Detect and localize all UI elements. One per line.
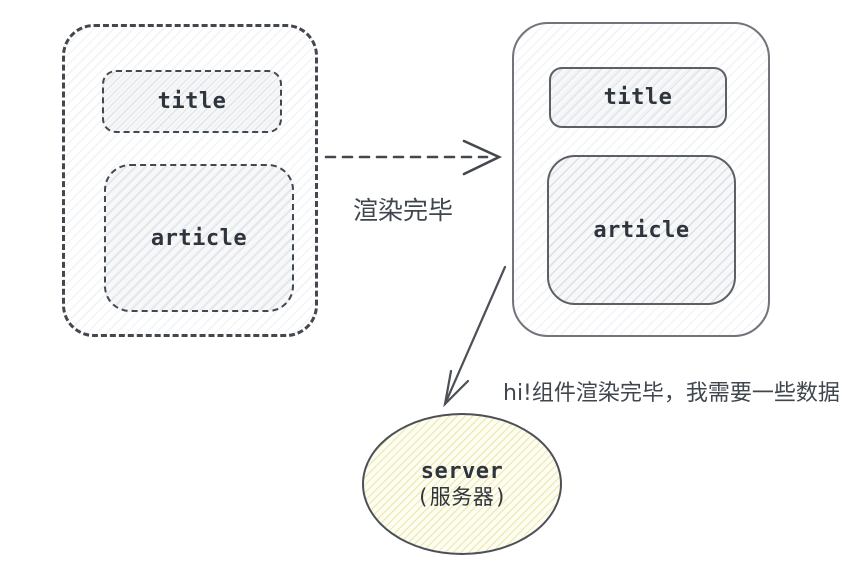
render-arrow-icon — [324, 139, 503, 176]
rendered-article-label: article — [593, 217, 690, 243]
skeleton-title-label: title — [157, 89, 227, 114]
rendered-title-label: title — [603, 85, 673, 110]
rendered-article-box: article — [547, 155, 736, 305]
request-arrow-icon — [443, 265, 507, 408]
server-ellipse: server (服务器) — [362, 413, 562, 555]
render-arrow-label: 渲染完毕 — [353, 196, 454, 225]
rendered-title-box: title — [549, 67, 727, 128]
skeleton-article-box: article — [104, 164, 294, 312]
skeleton-article-label: article — [150, 225, 248, 251]
server-subtitle-label: (服务器) — [416, 484, 508, 509]
server-name-label: server — [420, 459, 504, 485]
skeleton-title-box: title — [102, 70, 282, 133]
server-message: hi!组件渲染完毕，我需要一些数据 — [503, 381, 840, 406]
